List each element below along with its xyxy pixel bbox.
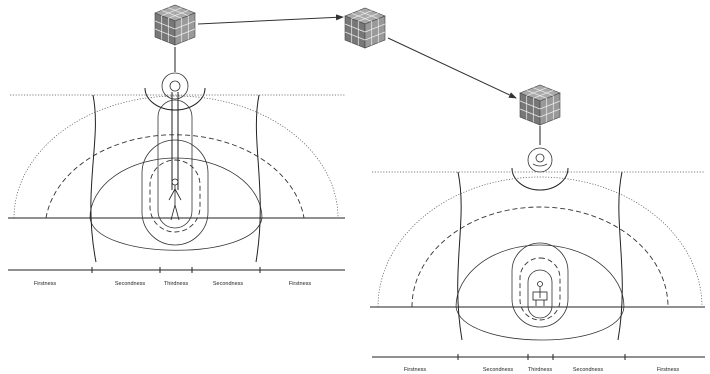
left-axis-label: Firstness [34,281,57,287]
left-diagram: Firstness Secondness Thirdness Secondnes… [8,47,345,287]
left-axis-label: Secondness [115,281,146,287]
left-axis-label: Thirdness [164,281,188,287]
cube-grid-icon [344,7,386,49]
human-figure-icon [168,178,182,221]
right-axis-label: Firstness [657,367,680,373]
seated-figure-icon [532,281,548,306]
cube-grid-icon [154,4,196,46]
left-axis-label: Secondness [213,281,244,287]
right-axis-label: Secondness [573,367,604,373]
right-diagram: Firstness Secondness Thirdness Secondnes… [370,126,705,373]
cube-grid-icon [519,84,561,126]
right-axis-label: Firstness [404,367,427,373]
right-axis-label: Thirdness [528,367,552,373]
arrow-middle-to-right [387,37,517,99]
left-axis-label: Firstness [289,281,312,287]
right-axis-label: Secondness [483,367,514,373]
arrow-left-to-middle [197,14,344,25]
